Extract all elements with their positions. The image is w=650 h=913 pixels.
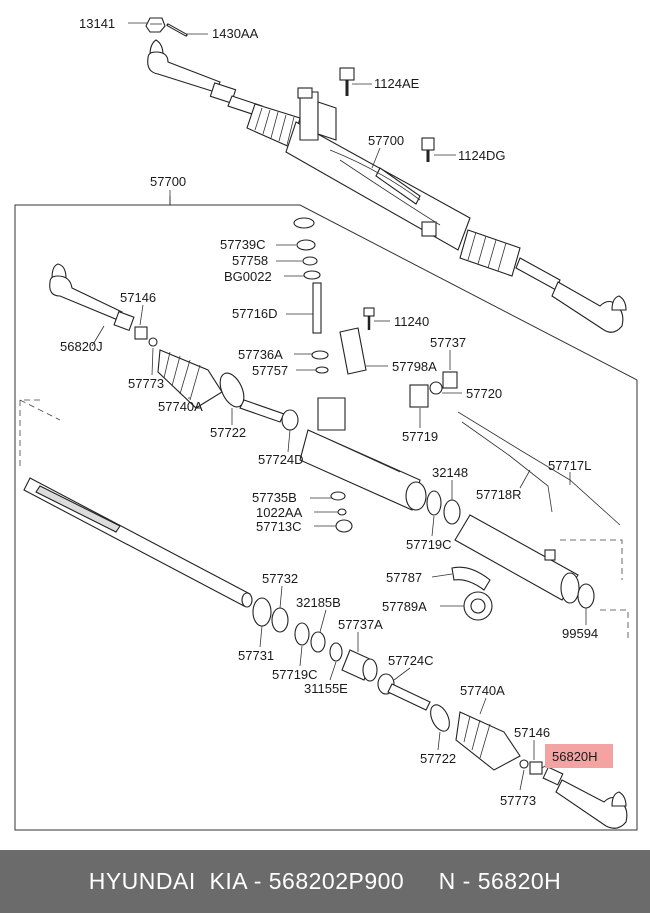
- ring-57732: [271, 607, 289, 633]
- footer-bar: HYUNDAI KIA - 568202P900 N - 56820H: [0, 850, 650, 913]
- footer-part-numbers: HYUNDAI KIA - 568202P900 N - 56820H: [88, 868, 562, 894]
- bolt-1124DG: [421, 137, 435, 162]
- label-1124DG: 1124DG: [458, 148, 505, 163]
- boot-57740A-right: [455, 711, 521, 771]
- label-57719C-left: 57719C: [272, 667, 318, 682]
- tie-rod-end-56820J: [49, 263, 135, 332]
- label-57737-top: 57737: [430, 335, 466, 350]
- label-57722-right: 57722: [420, 751, 456, 766]
- label-1022AA: 1022AA: [256, 505, 303, 520]
- inner-tie-rod-57724C: [377, 673, 431, 711]
- parts-diagram: 13141 1430AA 1124AE 57700 1124DG 57700 5…: [14, 16, 638, 831]
- label-57731: 57731: [238, 648, 274, 663]
- leader-lines: [91, 22, 587, 791]
- ring-32185B: [310, 631, 326, 653]
- top-assembly: [145, 17, 627, 333]
- clamp-57722-left: [219, 372, 245, 408]
- ring-32148: [443, 499, 461, 525]
- label-57773-right: 57773: [500, 793, 536, 808]
- label-57700-top: 57700: [368, 133, 404, 148]
- top-tie-rod-end-right: [551, 281, 627, 333]
- label-57146-right: 57146: [514, 725, 550, 740]
- cylinder-tube: [454, 514, 580, 604]
- label-32148: 32148: [432, 465, 468, 480]
- ring-57773-left: [148, 337, 158, 347]
- boot-57740A-left: [157, 349, 223, 409]
- label-1124AE: 1124AE: [374, 76, 420, 91]
- label-57719C-right: 57719C: [406, 537, 452, 552]
- cap-57737: [442, 371, 458, 389]
- label-57773-left: 57773: [128, 376, 164, 391]
- label-57758: 57758: [232, 253, 268, 268]
- guide-lines: [19, 399, 629, 640]
- rack-bar: [23, 477, 253, 608]
- castle-nut-13141: [145, 17, 166, 33]
- o-ring-57719C-right: [426, 490, 442, 516]
- label-57716D: 57716D: [232, 306, 278, 321]
- ring-57773-right: [519, 759, 529, 769]
- cotter-pin-1430AA: [166, 23, 188, 37]
- ring-57731: [252, 597, 272, 627]
- bolt-1124AE: [339, 67, 355, 96]
- valve-stack: [293, 217, 329, 374]
- label-57722-left: 57722: [210, 425, 246, 440]
- o-ring-57719C-left: [294, 622, 310, 646]
- label-57732: 57732: [262, 571, 298, 586]
- top-boot-right: [459, 229, 521, 277]
- label-57724C: 57724C: [388, 653, 434, 668]
- nut-57713C: [335, 519, 353, 533]
- label-11240: 11240: [394, 314, 429, 329]
- tie-rod-end-56820H: [542, 766, 628, 829]
- exploded-view-frame: [14, 196, 638, 831]
- gear-housing: [299, 397, 427, 511]
- top-tie-rod-end-left: [147, 39, 237, 104]
- label-BG0022: BG0022: [224, 269, 272, 284]
- label-57740A-right: 57740A: [460, 683, 505, 698]
- label-57146-left: 57146: [120, 290, 156, 305]
- nut-57146-right: [529, 761, 543, 775]
- bolt-11240: [363, 307, 375, 330]
- label-56820J: 56820J: [60, 339, 103, 354]
- label-57720: 57720: [466, 386, 502, 401]
- label-57735B: 57735B: [252, 490, 297, 505]
- nut-57146-left: [134, 326, 148, 340]
- top-rack-housing: [285, 87, 471, 251]
- yoke-57719: [409, 384, 429, 408]
- label-1430AA: 1430AA: [212, 26, 259, 41]
- label-57757: 57757: [252, 363, 288, 378]
- label-57737A: 57737A: [338, 617, 383, 632]
- clamp-57722-right: [430, 704, 450, 732]
- label-57719: 57719: [402, 429, 438, 444]
- part-labels: 13141 1430AA 1124AE 57700 1124DG 57700 5…: [60, 16, 598, 808]
- label-57736A: 57736A: [238, 347, 283, 362]
- label-99594: 99594: [562, 626, 598, 641]
- screw-1022AA: [337, 508, 347, 516]
- label-57798A: 57798A: [392, 359, 437, 374]
- label-57739C: 57739C: [220, 237, 266, 252]
- bracket-57787: [451, 566, 491, 591]
- plug-57735B: [330, 491, 346, 501]
- label-57789A: 57789A: [382, 599, 427, 614]
- label-32185B: 32185B: [296, 595, 341, 610]
- seal-31155E: [329, 642, 343, 662]
- label-57740A-left: 57740A: [158, 399, 203, 414]
- label-57713C: 57713C: [256, 519, 302, 534]
- pipe-57717L-57718R: [457, 411, 621, 526]
- highlight-56820H: [545, 744, 613, 768]
- label-13141: 13141: [79, 16, 115, 31]
- seal-57720: [429, 381, 443, 395]
- bushing-57789A: [463, 591, 493, 621]
- label-57718R: 57718R: [476, 487, 522, 502]
- o-ring-99594: [577, 583, 595, 609]
- top-boot-left: [246, 103, 301, 149]
- label-31155E: 31155E: [304, 681, 348, 696]
- label-57717L: 57717L: [548, 458, 591, 473]
- label-57787: 57787: [386, 570, 422, 585]
- label-57700-main: 57700: [150, 174, 186, 189]
- bushing-57737A: [341, 649, 378, 682]
- label-56820H: 56820H: [552, 749, 598, 764]
- bracket-57798A: [339, 327, 367, 375]
- label-57724D: 57724D: [258, 452, 304, 467]
- inner-tie-rod-57724D: [239, 399, 299, 431]
